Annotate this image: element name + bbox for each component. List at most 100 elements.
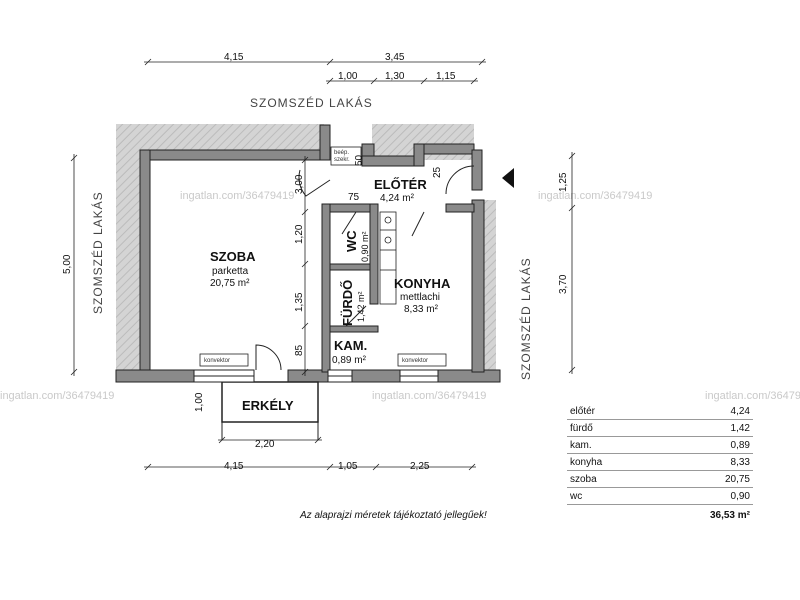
- convector-1-label: konvektor: [204, 358, 230, 364]
- builtin-cabinet-label-2: szekr.: [334, 157, 350, 163]
- balcony-outline: [221, 381, 319, 423]
- dim-bottom-tick: [468, 463, 476, 471]
- dim-left-tick: [70, 368, 78, 376]
- builtin-cabinet: [330, 146, 362, 166]
- area-row: kam.0,89: [567, 436, 753, 454]
- convector-2: [397, 353, 447, 367]
- room-wc-area: 0,90 m²: [360, 231, 370, 262]
- watermark-4: ingatlan.com/36479419: [372, 390, 486, 402]
- dim-inner-v-2: 1,20: [294, 224, 305, 244]
- walls: [115, 124, 501, 383]
- dim-bottom-tick: [372, 463, 380, 471]
- area-total-value: 36,53 m²: [709, 509, 750, 521]
- area-row-value: 20,75: [651, 470, 753, 488]
- dim-right-tick: [568, 366, 576, 374]
- dim-top-outer-tick: [144, 58, 152, 66]
- dimension-lines: [70, 58, 576, 471]
- dim-top-inner-1: 1,00: [338, 71, 358, 82]
- builtin-cabinet-label-1: beép.: [334, 150, 349, 156]
- dim-bottom-tick: [144, 463, 152, 471]
- dim-inner-tick: [301, 322, 309, 330]
- dim-small-2: 75: [348, 192, 360, 203]
- dim-bottom-3: 2,25: [410, 461, 430, 472]
- dim-top-inner-tick: [470, 77, 478, 85]
- doors: [255, 165, 475, 371]
- dim-right-lower: 3,70: [558, 274, 569, 294]
- room-szoba-floor: parketta: [212, 266, 249, 277]
- watermark-5: ingatlan.com/36479419: [705, 390, 800, 402]
- dim-inner-v-1: 3,00: [294, 174, 305, 194]
- dim-top-outer-tick: [478, 58, 486, 66]
- area-row-label: fürdő: [567, 419, 652, 437]
- entrance-arrow-icon: [502, 168, 514, 188]
- area-row-label: szoba: [567, 470, 652, 488]
- dim-right-upper: 1,25: [558, 172, 569, 192]
- dim-balcony-width: 2,20: [255, 439, 275, 450]
- room-eloter-name: ELŐTÉR: [374, 177, 427, 192]
- windows: [193, 369, 439, 383]
- area-row-value: 4,24: [651, 403, 753, 420]
- dim-left-height: 5,00: [62, 254, 73, 274]
- dim-right-tick: [568, 152, 576, 160]
- convector-1: [199, 353, 249, 367]
- watermark-3: ingatlan.com/36479419: [0, 390, 114, 402]
- room-kam-name: KAM.: [334, 338, 367, 353]
- watermark-2: ingatlan.com/36479419: [538, 190, 652, 202]
- room-furdo-area: 1,42 m²: [356, 291, 366, 322]
- area-row-value: 8,33: [651, 453, 753, 471]
- dim-balcony-tick: [314, 436, 322, 444]
- dim-inner-tick: [301, 156, 309, 164]
- neighbor-label-right: SZOMSZÉD LAKÁS: [518, 257, 533, 380]
- dim-inner-v-4: 85: [294, 344, 305, 356]
- neighbor-hatch-top-1: [148, 124, 324, 152]
- room-konyha-name: KONYHA: [394, 276, 451, 291]
- dim-top-outer-tick: [326, 58, 334, 66]
- dim-balcony-depth: 1,00: [194, 392, 205, 412]
- room-konyha-area: 8,33 m²: [404, 304, 439, 315]
- room-erkely-name: ERKÉLY: [242, 398, 294, 413]
- dim-top-inner-2: 1,30: [385, 71, 405, 82]
- neighbor-hatch-right: [484, 200, 496, 372]
- area-row-label: wc: [567, 487, 652, 505]
- area-total-row: 36,53 m²: [567, 505, 753, 524]
- neighbor-label-left: SZOMSZÉD LAKÁS: [90, 191, 105, 314]
- room-furdo-name: FÜRDŐ: [340, 280, 355, 326]
- kitchen-counter: [379, 211, 397, 305]
- dim-top-inner-tick: [326, 77, 334, 85]
- dim-bottom-2: 1,05: [338, 461, 358, 472]
- dim-small-3: 25: [432, 166, 443, 178]
- area-total-label: [567, 505, 651, 524]
- area-row-value: 0,89: [651, 436, 753, 454]
- area-row-value: 1,42: [651, 419, 753, 437]
- convector-2-label: konvektor: [402, 358, 428, 364]
- dim-top-inner-tick: [420, 77, 428, 85]
- dim-right-tick: [568, 204, 576, 212]
- dim-top-inner-3: 1,15: [436, 71, 456, 82]
- dim-inner-v-3: 1,35: [294, 292, 305, 312]
- dim-balcony-tick: [218, 436, 226, 444]
- area-row-label: konyha: [567, 453, 652, 471]
- dim-small-1: 50: [354, 154, 365, 166]
- area-row-label: előtér: [567, 403, 652, 420]
- room-szoba-name: SZOBA: [210, 249, 256, 264]
- dim-left-tick: [70, 154, 78, 162]
- room-eloter-area: 4,24 m²: [380, 193, 415, 204]
- watermark-1: ingatlan.com/36479419: [180, 190, 294, 202]
- neighbor-label-top: SZOMSZÉD LAKÁS: [250, 95, 373, 110]
- dim-inner-tick: [301, 368, 309, 376]
- dim-inner-tick: [301, 208, 309, 216]
- area-row-value: 0,90: [651, 487, 753, 505]
- dim-inner-tick: [301, 260, 309, 268]
- dim-top-inner-tick: [370, 77, 378, 85]
- dim-top-outer-1: 4,15: [224, 52, 244, 63]
- room-szoba-area: 20,75 m²: [210, 278, 250, 289]
- disclaimer-note: Az alaprajzi méretek tájékoztató jellegű…: [299, 510, 487, 521]
- dim-bottom-tick: [326, 463, 334, 471]
